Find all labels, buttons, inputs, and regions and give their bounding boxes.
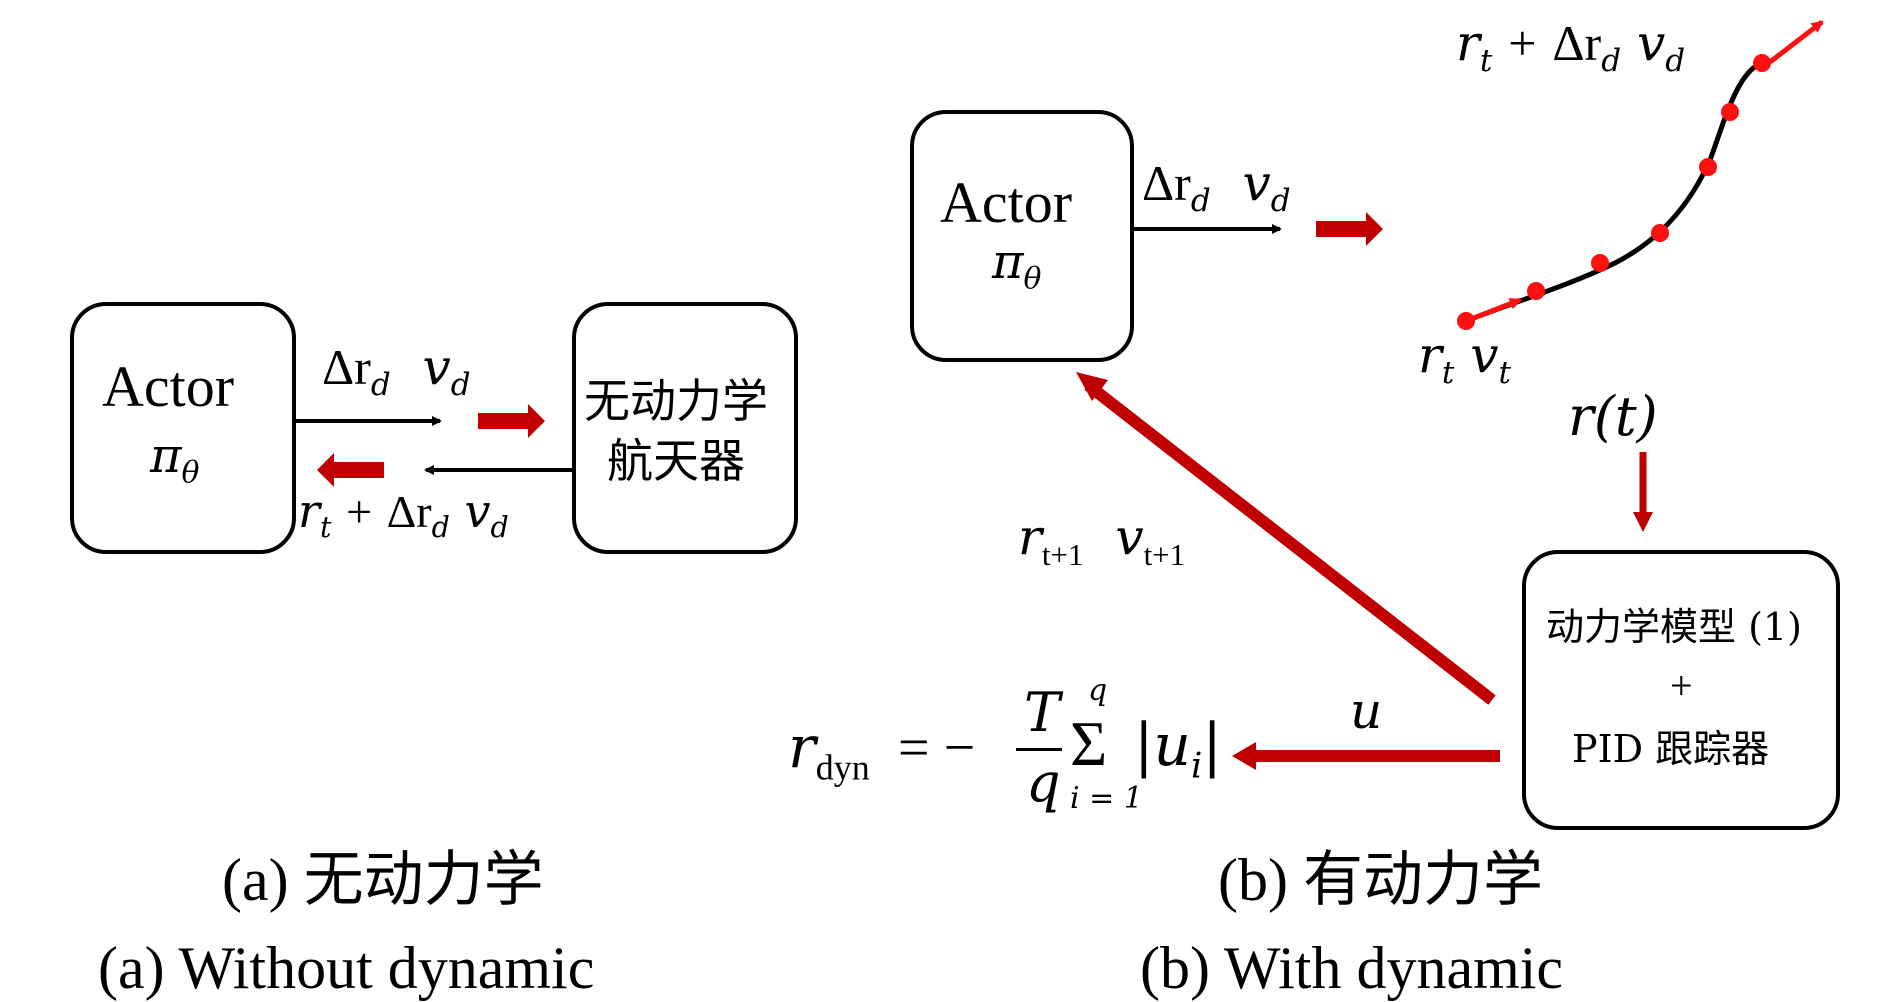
trajectory-point (1699, 158, 1717, 176)
trajectory-start-label: rt vt (1418, 326, 1511, 391)
feedback-label-a: rt + Δrd vd (298, 484, 509, 544)
action-label-b: Δrd vd (1142, 154, 1291, 219)
red-arrow-left-a (317, 453, 384, 487)
actor-policy-a: πθ (150, 428, 200, 491)
trajectory-point (1651, 224, 1669, 242)
actor-box-a (70, 302, 296, 554)
reward-abs: |ui| (1134, 711, 1222, 787)
trajectory-curve (1465, 59, 1771, 324)
fraction-bar (1016, 748, 1062, 751)
actor-title-a: Actor (102, 354, 235, 419)
trajectory-point (1753, 54, 1771, 72)
model-box-line2: + (1670, 663, 1693, 708)
reward-lhs: rdyn (788, 713, 870, 788)
red-arrow-right-a (478, 404, 545, 438)
sum-lower: i = 1 (1070, 781, 1143, 816)
actor-box-b (910, 110, 1134, 362)
sum-upper: q (1088, 673, 1108, 708)
trajectory-end-label: rt + Δrd vd (1456, 14, 1686, 79)
actor-title-b: Actor (940, 170, 1073, 235)
model-box-line1: 动力学模型 (1) (1546, 605, 1802, 649)
env-label-line2: 航天器 (607, 434, 745, 488)
trajectory-point (1721, 103, 1739, 121)
trajectory-point (1527, 282, 1545, 300)
caption-a-en: (a) Without dynamic (98, 935, 595, 1001)
end-velocity-arrow (1768, 20, 1824, 64)
rt-down-arrowhead (1633, 512, 1653, 532)
state-feedback-arrow (1084, 380, 1496, 705)
trajectory-point (1591, 254, 1609, 272)
caption-b-en: (b) With dynamic (1140, 935, 1564, 1001)
reward-formula: rdyn = − T q q Σ i = 1 |ui| (788, 676, 1228, 820)
start-velocity-arrow (1465, 297, 1522, 324)
control-arrowhead (1232, 742, 1256, 770)
caption-a-cn: (a) 无动力学 (222, 847, 544, 913)
reward-numerator: T (1024, 681, 1061, 744)
state-feedback-arrowhead (1076, 372, 1108, 401)
model-box-line3: PID 跟踪器 (1572, 727, 1770, 771)
sum-symbol: Σ (1070, 708, 1108, 779)
control-label: u (1350, 682, 1383, 740)
env-label-line1: 无动力学 (584, 374, 768, 428)
reward-equals: = − (898, 717, 976, 779)
caption-b-cn: (b) 有动力学 (1218, 847, 1543, 913)
dynamics-model-box (1522, 550, 1840, 830)
action-label-a: Δrd vd (322, 338, 471, 403)
actor-policy-b: πθ (992, 234, 1042, 297)
trajectory-points (1457, 54, 1771, 330)
red-arrow-right-b (1316, 212, 1383, 246)
trajectory-point (1457, 312, 1475, 330)
reference-trajectory-label: r(t) (1568, 385, 1658, 448)
next-state-label: rt+1 vt+1 (1018, 508, 1186, 572)
env-box-a (572, 302, 798, 554)
reward-denominator: q (1026, 751, 1061, 814)
